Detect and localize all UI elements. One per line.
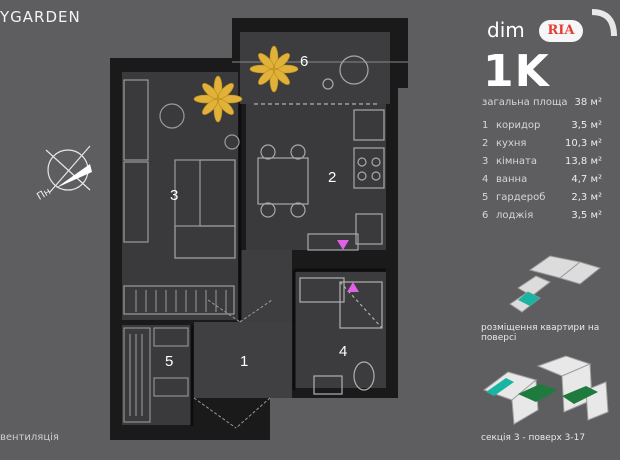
room-row: 1 коридор 3,5 м² xyxy=(482,120,602,134)
room-name: кухня xyxy=(496,138,527,149)
room-name: лоджія xyxy=(496,210,534,221)
compass-icon xyxy=(45,145,92,193)
room-label: 3 xyxy=(170,187,178,204)
room-number: 3 xyxy=(482,156,489,167)
room-label: 5 xyxy=(165,353,173,370)
section-highlight-teal xyxy=(486,378,514,396)
section-caption: секція 3 - поверх 3-17 xyxy=(481,433,586,443)
ventilation-marker xyxy=(347,282,359,292)
room-area: 13,8 м² xyxy=(565,156,602,167)
brand-name: YGARDEN xyxy=(0,8,81,26)
room-number: 2 xyxy=(482,138,489,149)
section-map xyxy=(482,355,609,425)
room-number: 5 xyxy=(482,192,489,203)
room-area: 3,5 м² xyxy=(571,120,602,131)
room-area: 2,3 м² xyxy=(571,192,602,203)
room-label: 2 xyxy=(328,169,336,186)
room-row: 6 лоджія 3,5 м² xyxy=(482,210,602,224)
room-row: 3 кімната 13,8 м² xyxy=(482,156,602,170)
room-number: 6 xyxy=(482,210,489,221)
room-label: 6 xyxy=(300,53,308,70)
plant-icon xyxy=(193,75,243,123)
apartment-highlight xyxy=(518,292,540,306)
room-row: 4 ванна 4,7 м² xyxy=(482,174,602,188)
floor-position-map xyxy=(509,255,602,313)
logo-ria: RIA xyxy=(539,20,583,42)
total-area-label: загальна площа xyxy=(482,97,568,108)
room-label: 4 xyxy=(339,343,347,360)
section-highlight-green xyxy=(518,384,558,402)
ventilation-legend: вентиляція xyxy=(0,432,59,443)
room-name: коридор xyxy=(496,120,541,131)
ventilation-marker xyxy=(337,240,349,250)
room-area: 3,5 м² xyxy=(571,210,602,221)
room-row: 5 гардероб 2,3 м² xyxy=(482,192,602,206)
room-number: 4 xyxy=(482,174,489,185)
room-area: 10,3 м² xyxy=(565,138,602,149)
room-row: 2 кухня 10,3 м² xyxy=(482,138,602,152)
room-label: 1 xyxy=(240,353,248,370)
room-name: ванна xyxy=(496,174,528,185)
floor-position-caption: розміщення квартири на поверсі xyxy=(481,323,600,343)
section-highlight-green xyxy=(562,386,598,404)
plant-icon xyxy=(249,45,299,93)
logo-arc-icon xyxy=(591,9,617,37)
logo-dim: dim xyxy=(487,18,525,42)
room-name: кімната xyxy=(496,156,537,167)
apartment-type: 1K xyxy=(483,46,550,97)
total-area-value: 38 м² xyxy=(574,97,602,108)
room-name: гардероб xyxy=(496,192,546,203)
floor-plan: 1 2 3 4 5 6 xyxy=(45,18,408,440)
room-area: 4,7 м² xyxy=(571,174,602,185)
room-number: 1 xyxy=(482,120,489,131)
